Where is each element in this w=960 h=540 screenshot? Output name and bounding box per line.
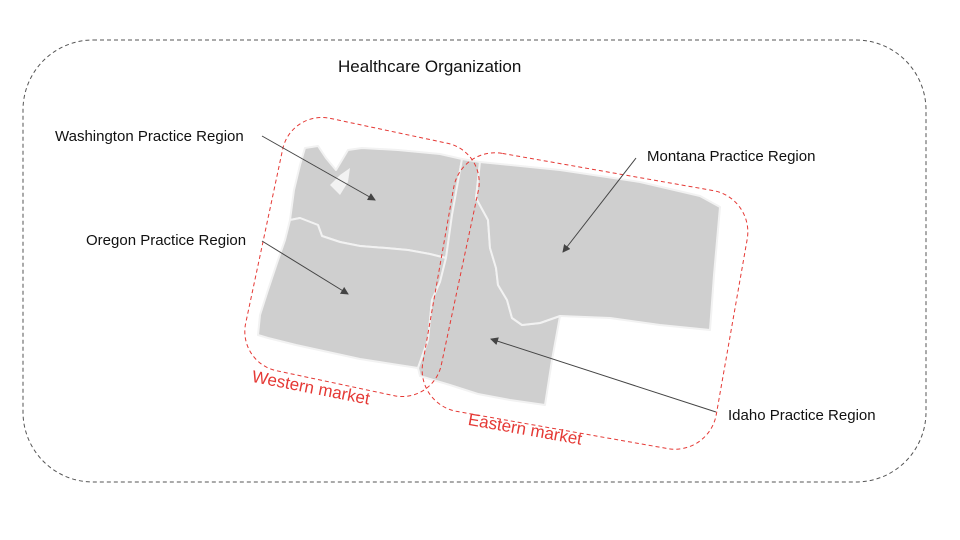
western-market-outline: [244, 116, 480, 398]
oregon-arrow: [261, 240, 349, 295]
organization-title: Healthcare Organization: [338, 57, 522, 76]
montana-region-label: Montana Practice Region: [647, 148, 816, 165]
washington-arrow: [261, 135, 376, 201]
eastern-market-outline: [421, 152, 749, 450]
states-map: [257, 145, 721, 406]
washington-region-label: Washington Practice Region: [55, 128, 244, 145]
organization-boundary: [22, 39, 927, 483]
montana-arrow: [562, 157, 637, 253]
oregon-region-label: Oregon Practice Region: [86, 232, 247, 249]
puget-sound-shape: [330, 168, 350, 195]
idaho-arrow: [490, 337, 717, 413]
idaho-region-label: Idaho Practice Region: [728, 407, 876, 424]
montana-shape: [475, 161, 721, 331]
